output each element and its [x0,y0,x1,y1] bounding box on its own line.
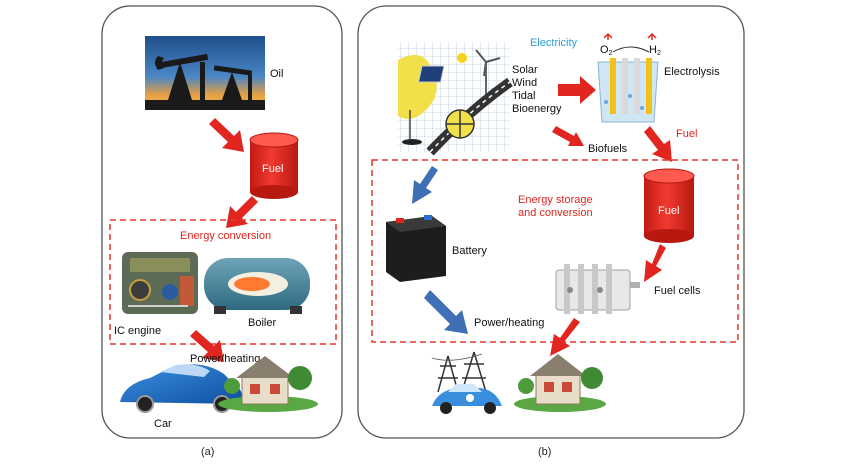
o2-label: O2 [600,44,613,57]
arrow-fuel-to-fuel-cells [644,244,666,282]
arrow-oil-to-fuel [209,118,244,152]
fuel-arrow-label: Fuel [676,128,697,140]
house-image-a [218,356,318,412]
source-bioenergy: Bioenergy [512,103,562,115]
house-image-b [514,354,606,412]
fuel-cylinder-b [643,168,695,243]
electrolysis-image [597,32,659,123]
panel-b-caption: (b) [538,446,551,458]
panel-b: Electricity Solar Wind Tidal Bioenergy O… [357,5,745,458]
electrolysis-label: Electrolysis [664,66,720,78]
ic-engine-image [122,252,198,314]
power-heating-label-a: Power/heating [190,353,260,365]
fuel-label-b: Fuel [658,205,679,217]
arrow-to-electrolysis [558,76,596,104]
source-solar: Solar [512,64,538,76]
car-label: Car [154,418,172,430]
battery-label: Battery [452,245,487,257]
panel-a-border [101,5,343,439]
source-wind: Wind [512,77,537,89]
panel-a-caption: (a) [201,446,214,458]
arrow-to-power-heating-a [190,330,224,362]
oil-pump-image [145,36,265,110]
boiler-label: Boiler [248,317,276,329]
battery-image [386,215,446,282]
source-tidal: Tidal [512,90,535,102]
power-heating-label-b: Power/heating [474,317,544,329]
fuel-cells-label: Fuel cells [654,285,701,297]
fuel-label-a: Fuel [262,163,283,175]
energy-conversion-box [109,219,337,345]
fuel-cells-image [555,264,640,314]
boiler-image [204,258,310,314]
storage-label-line1: Energy storage [518,194,593,206]
renewable-sources-image [398,42,513,156]
panel-a: Oil Fuel Energy conversion IC engine [101,5,343,458]
electricity-label: Electricity [530,37,578,49]
power-pylons-and-ev-image [431,351,502,414]
ic-engine-label: IC engine [114,325,161,337]
arrow-battery-to-power [424,290,468,334]
arrow-to-biofuels [552,126,584,146]
arrow-fuel-cells-to-house [550,318,580,356]
storage-label-line2: and conversion [518,207,593,219]
h2-label: H2 [649,44,661,57]
oil-label: Oil [270,68,283,80]
energy-conversion-label: Energy conversion [180,230,271,242]
arrow-to-battery [412,166,438,204]
arrow-electrolysis-to-fuel [644,126,672,162]
fuel-cylinder-a [249,132,299,199]
biofuels-label: Biofuels [588,143,628,155]
